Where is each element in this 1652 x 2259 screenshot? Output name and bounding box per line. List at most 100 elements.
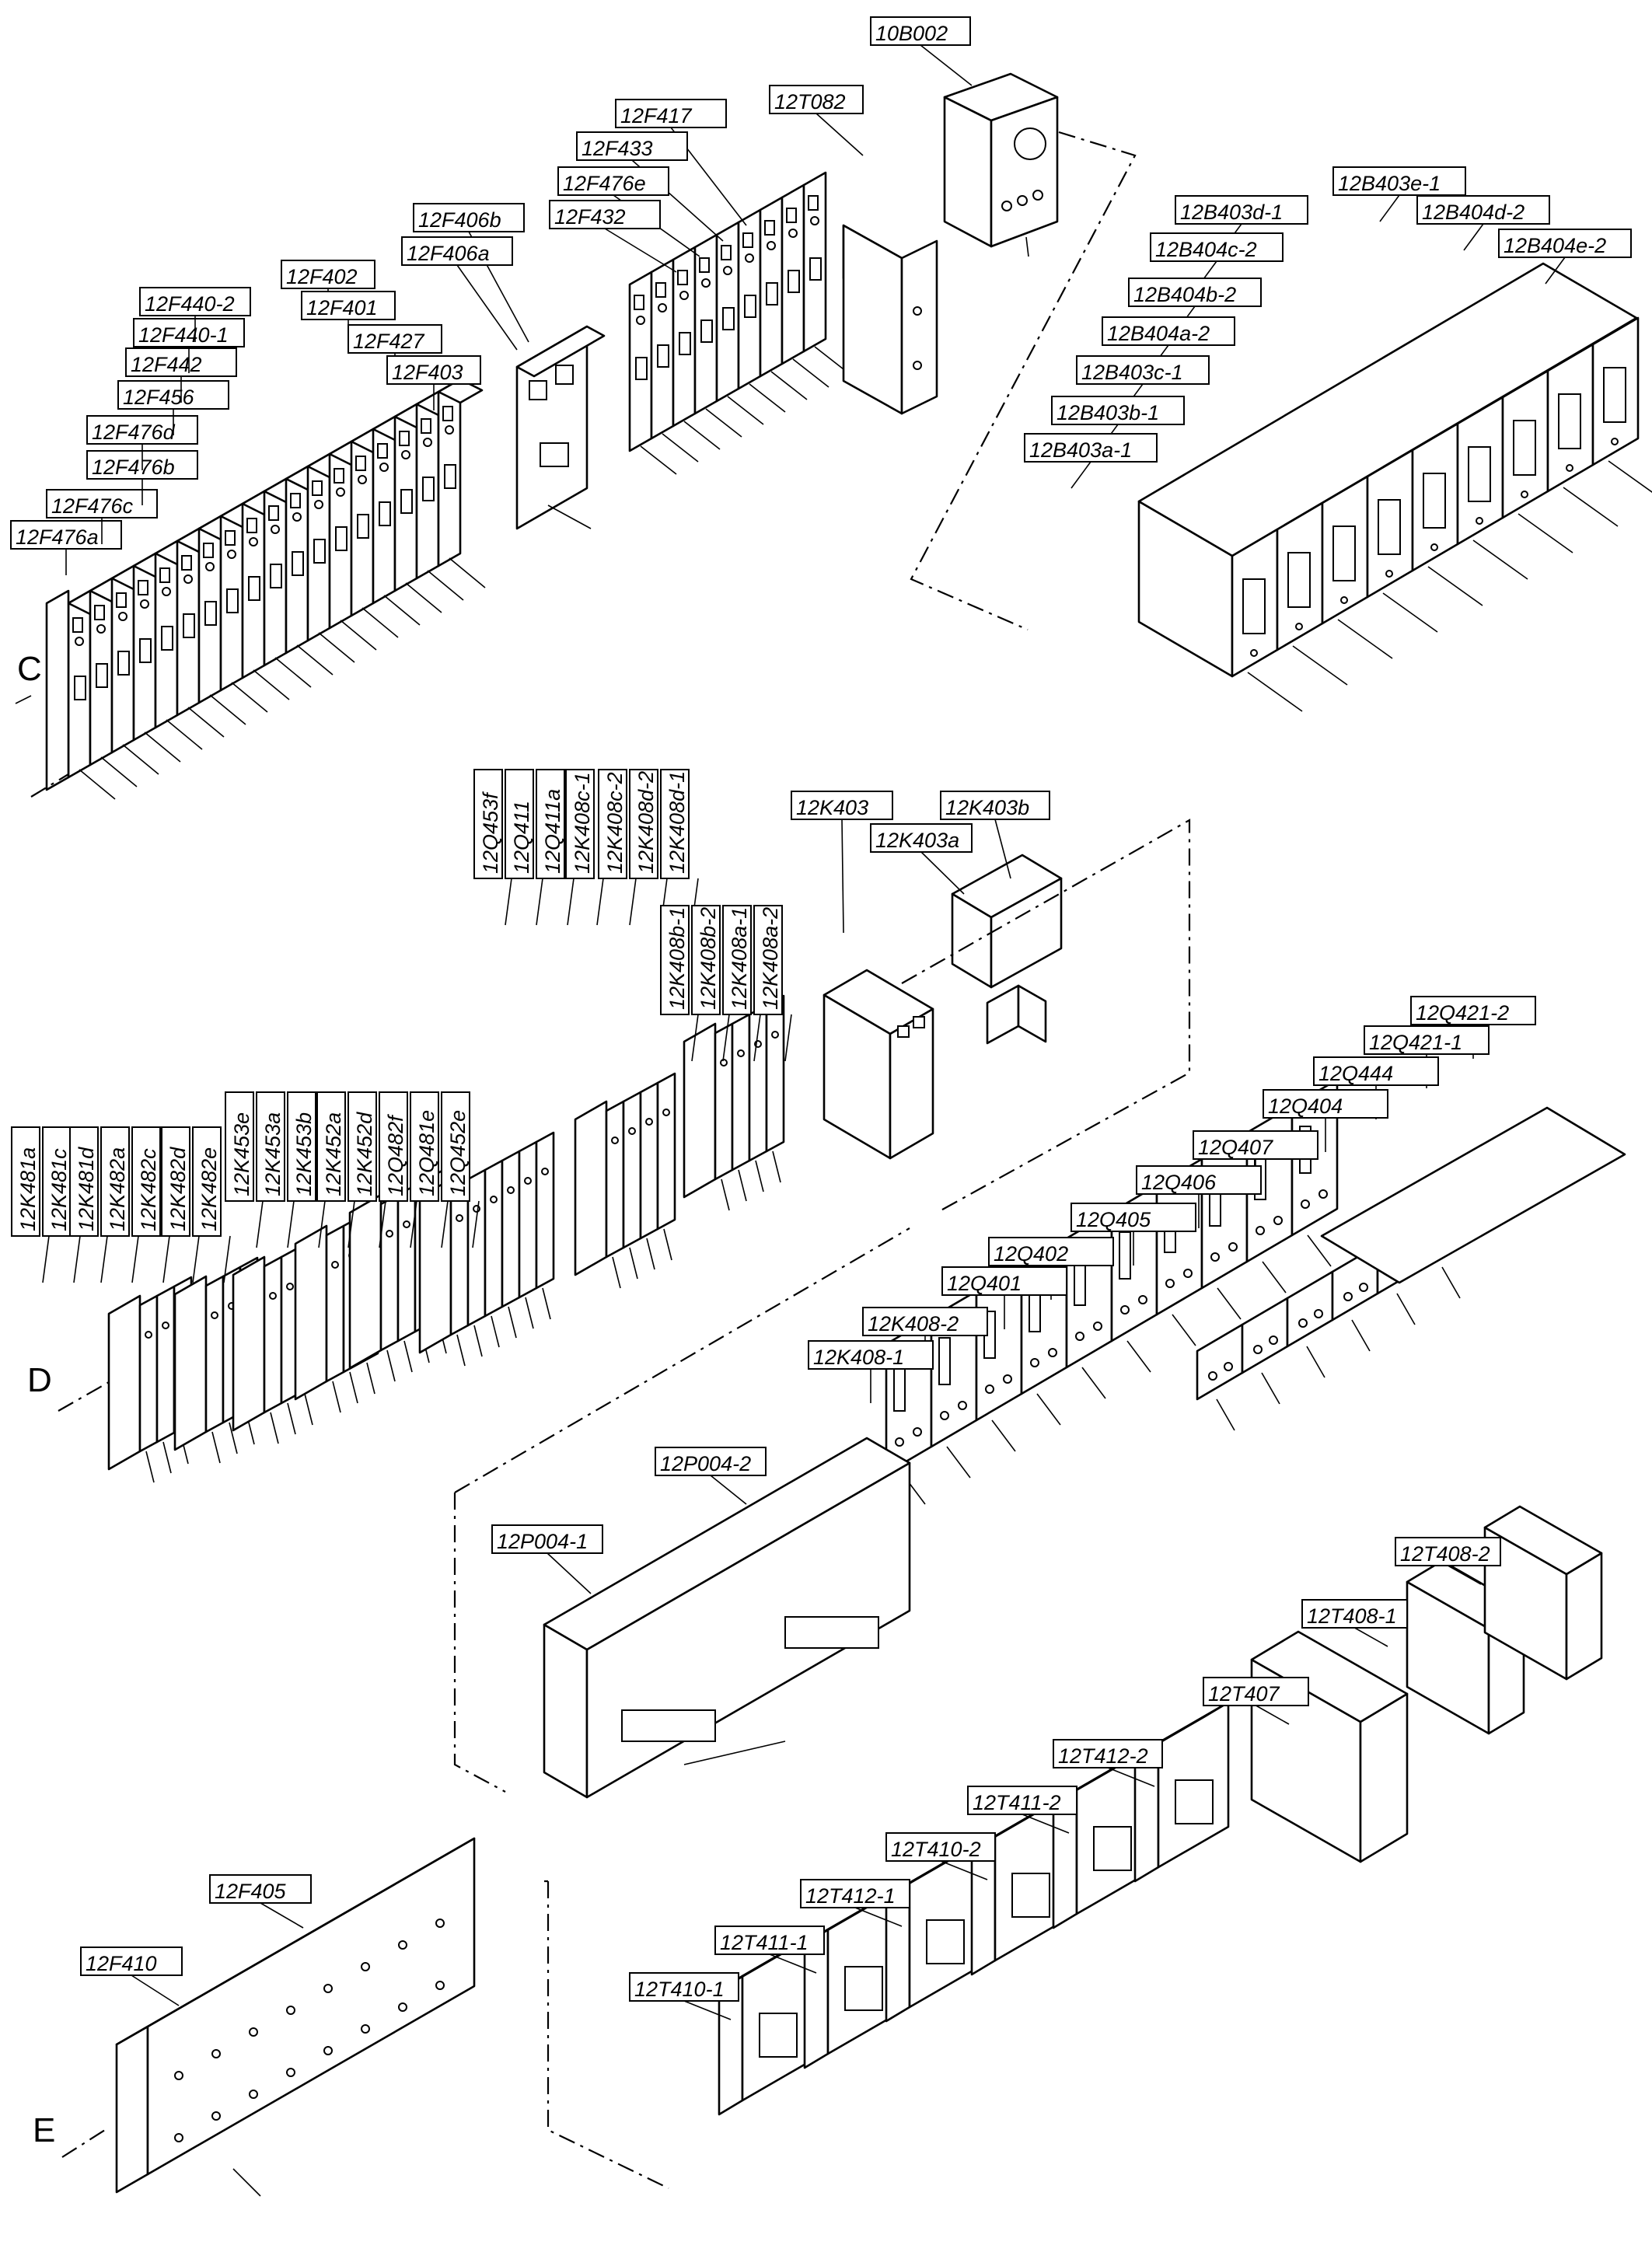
part-label: 12T411-1 bbox=[714, 1926, 825, 1974]
terminal-screw bbox=[1003, 1374, 1012, 1384]
label-box bbox=[1051, 396, 1185, 425]
wire-lead bbox=[253, 669, 290, 700]
terminal-screw bbox=[913, 1427, 922, 1437]
label-text: 12Q404 bbox=[1268, 1095, 1343, 1118]
wire-lead bbox=[162, 1441, 172, 1474]
label-text: 12F442 bbox=[131, 353, 202, 376]
label-text: 12K482e bbox=[197, 1147, 221, 1231]
wire-lead bbox=[166, 719, 203, 750]
leader-line bbox=[410, 1200, 417, 1248]
label-box bbox=[316, 1091, 346, 1202]
label-box bbox=[86, 415, 198, 445]
breaker-toggle bbox=[679, 332, 691, 355]
terminal-screw bbox=[249, 537, 258, 546]
terminal-screw bbox=[379, 463, 389, 472]
module-window bbox=[1332, 525, 1356, 581]
terminal-screw bbox=[211, 2049, 221, 2058]
label-box bbox=[870, 16, 971, 46]
relay-module bbox=[605, 1100, 625, 1259]
leader-line bbox=[691, 1014, 699, 1062]
wire-lead bbox=[187, 707, 225, 738]
label-text: 12Q452e bbox=[446, 1110, 470, 1196]
part-label: 12B404e-2 bbox=[1498, 229, 1632, 285]
label-box bbox=[722, 905, 752, 1015]
breaker-toggle bbox=[766, 282, 778, 306]
terminal-screw bbox=[361, 2024, 370, 2034]
label-box bbox=[301, 291, 396, 320]
part-label: 12Q482f bbox=[379, 1091, 408, 1202]
terminal-screw bbox=[292, 512, 302, 522]
terminal-screw bbox=[810, 216, 819, 225]
part-label: 12Q481e bbox=[410, 1091, 439, 1202]
terminal-screw bbox=[445, 425, 454, 435]
leader-line bbox=[441, 1200, 449, 1248]
part-label: 12K408a-2 bbox=[753, 905, 783, 1015]
part-label: 12T410-2 bbox=[885, 1832, 996, 1880]
row-letter: D bbox=[27, 1361, 52, 1399]
terminal-screw bbox=[1253, 1345, 1263, 1354]
label-box bbox=[80, 1947, 183, 1976]
label-text: 12P004-2 bbox=[660, 1452, 751, 1475]
terminal-screw bbox=[720, 1059, 728, 1067]
label-text: 12F406a bbox=[407, 242, 490, 265]
part-label: 12Q402 bbox=[988, 1237, 1114, 1300]
wire-lead bbox=[727, 396, 764, 425]
label-text: 12B404c-2 bbox=[1155, 238, 1257, 261]
terminal-screw bbox=[940, 1411, 949, 1420]
leader-line bbox=[192, 1235, 200, 1283]
terminal-screw bbox=[401, 450, 410, 459]
label-text: 12Q402 bbox=[994, 1242, 1068, 1266]
terminal-screw bbox=[118, 612, 127, 621]
relay-module bbox=[263, 1255, 283, 1414]
part-label: 12K408-1 bbox=[808, 1340, 934, 1403]
wire-lead bbox=[1261, 1372, 1280, 1405]
terminal-screw bbox=[403, 1220, 410, 1228]
breaker-toggle bbox=[357, 514, 369, 539]
wire-lead bbox=[427, 570, 464, 601]
terminal-screw bbox=[723, 266, 732, 275]
label-text: 12F476e bbox=[563, 172, 646, 195]
label-box bbox=[133, 318, 245, 347]
label-text: 12B403b-1 bbox=[1057, 401, 1159, 424]
label-box bbox=[473, 769, 503, 879]
leader-line bbox=[567, 878, 575, 926]
label-text: 12F417 bbox=[620, 104, 693, 127]
terminal-screw bbox=[386, 1230, 393, 1238]
breaker-toggle bbox=[292, 551, 304, 576]
label-box bbox=[1364, 1025, 1490, 1055]
label-text: 12K453b bbox=[292, 1112, 316, 1196]
breaker-terminal bbox=[312, 480, 323, 496]
part-label: 12F476b bbox=[86, 450, 198, 505]
wire-lead bbox=[1351, 1319, 1371, 1352]
part-label: 12K482a bbox=[100, 1126, 130, 1237]
terminal-screw bbox=[1298, 1318, 1308, 1328]
label-text: 12F456 bbox=[123, 386, 195, 409]
wire-lead bbox=[662, 433, 699, 463]
wire-lead bbox=[1441, 1266, 1461, 1299]
leader-line bbox=[73, 1235, 81, 1283]
label-text: 12K403 bbox=[796, 796, 868, 819]
terminal-screw bbox=[323, 1984, 333, 1993]
label-text: 12F402 bbox=[286, 265, 358, 288]
label-box bbox=[800, 1879, 910, 1908]
label-text: 12F432 bbox=[554, 205, 626, 229]
part-label: 12F406a bbox=[401, 236, 518, 351]
breaker-e-top bbox=[115, 1837, 476, 2046]
wire-lead bbox=[1025, 236, 1029, 257]
part-labels: CDE12F476a12F476c12F476b12F476d12F45612F… bbox=[10, 16, 1632, 2149]
breaker-terminal bbox=[203, 543, 214, 558]
label-box bbox=[225, 1091, 254, 1202]
terminal-screw bbox=[985, 1384, 994, 1394]
label-text: 12Q482f bbox=[384, 1114, 407, 1196]
label-box bbox=[549, 200, 661, 229]
relay-module bbox=[639, 1081, 659, 1240]
breaker-toggle bbox=[700, 319, 713, 343]
label-box bbox=[1053, 1739, 1163, 1768]
terminal-screw bbox=[1210, 1252, 1220, 1262]
relay-module bbox=[204, 1275, 225, 1433]
part-label: 12F401 bbox=[301, 291, 396, 346]
label-text: 12F476b bbox=[92, 456, 175, 479]
breaker-toggle bbox=[444, 464, 456, 489]
wire-lead bbox=[318, 632, 355, 663]
relay-module bbox=[501, 1150, 521, 1308]
